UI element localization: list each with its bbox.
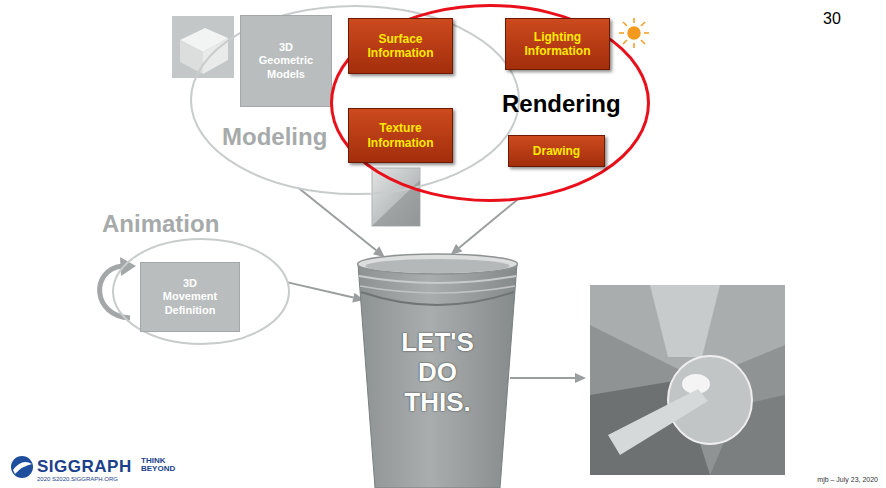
arrow-head <box>451 244 463 255</box>
process-box: Texture Information <box>348 108 453 163</box>
flow-arrow <box>288 282 364 302</box>
model-box: 3D Geometric Models <box>240 15 332 107</box>
animation-ellipse: Animation 3D Movement Definition <box>100 210 295 348</box>
bucket: LET'S DO THIS. <box>355 250 520 488</box>
sun-icon <box>619 18 649 48</box>
arrow-line <box>459 200 517 248</box>
box-label: Texture Information <box>349 121 452 150</box>
slide-number: 30 <box>823 10 841 28</box>
footer-note: mjb – July 23, 2020 <box>817 476 878 483</box>
flow-arrow <box>451 200 518 255</box>
arrow-line <box>299 188 376 250</box>
box-label: Drawing <box>533 144 580 158</box>
process-box: Surface Information <box>348 18 453 74</box>
group-heading: Rendering <box>502 90 621 118</box>
flow-arrow <box>299 188 385 257</box>
texture-swatch <box>372 168 420 226</box>
process-box: Drawing <box>508 135 605 167</box>
arrow-line <box>288 282 354 297</box>
logo-tagline: THINK BEYOND <box>141 457 175 474</box>
box-label: 3D Geometric Models <box>259 41 313 81</box>
bucket-slogan: LET'S DO THIS. <box>401 328 474 418</box>
cube-model-icon <box>172 16 234 78</box>
box-label: Surface Information <box>349 32 452 61</box>
box-label: 3D Movement Definition <box>163 277 217 317</box>
siggraph-logo-mark <box>11 456 33 478</box>
arrow-head <box>373 246 385 257</box>
box-label: Lighting Information <box>506 30 609 59</box>
process-box: Lighting Information <box>505 18 610 70</box>
rendered-image <box>590 285 785 475</box>
logo-url: 2020 S2020.SIGGRAPH.ORG <box>37 476 118 482</box>
logo-text: SIGGRAPH <box>37 457 132 477</box>
movement-box: 3D Movement Definition <box>140 262 240 332</box>
rendering-ellipse: Rendering Surface Information Lighting Inf… <box>330 4 650 202</box>
output-arrow <box>510 373 586 383</box>
group-heading: Animation <box>102 210 219 238</box>
group-heading: Modeling <box>222 123 327 151</box>
